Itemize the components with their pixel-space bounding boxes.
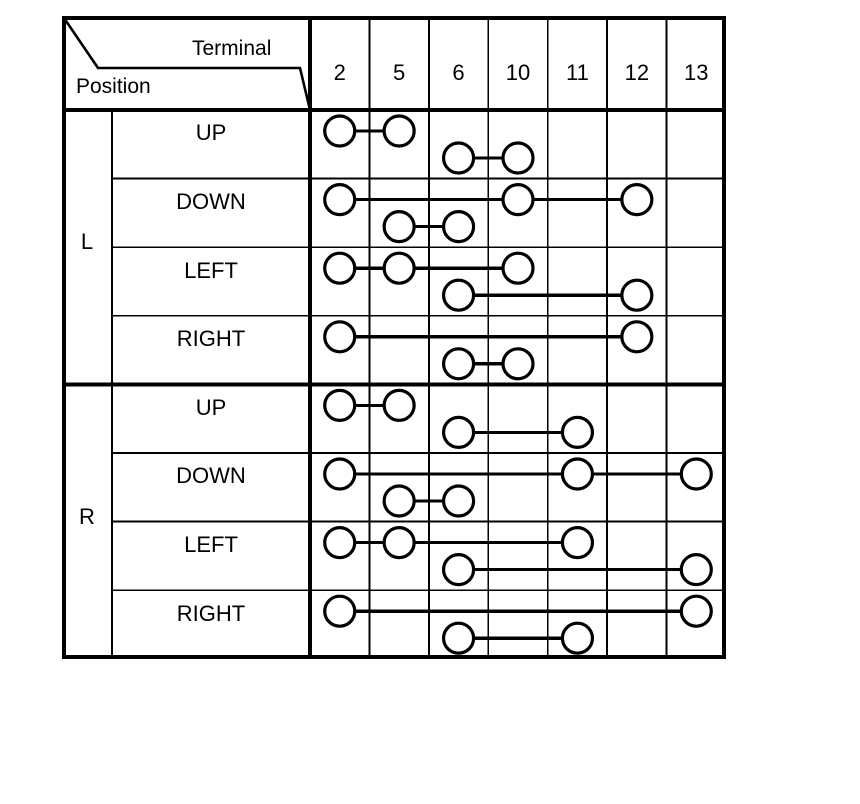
- terminal-header-13: 13: [684, 60, 709, 85]
- node-r-down-5: [382, 484, 416, 518]
- node-l-left-10: [501, 251, 535, 285]
- terminal-header-6: 6: [452, 60, 465, 85]
- continuity-table: UP DOWN LEFT RIGHT L UP DOWN LEFT RIGHT R Terminal…: [62, 16, 726, 659]
- node-r-left-13: [679, 552, 713, 587]
- header-position-label: Position: [76, 75, 151, 98]
- node-l-down-12: [620, 183, 654, 217]
- node-r-right-13: [679, 594, 713, 628]
- node-r-up-6: [441, 415, 476, 449]
- node-l-right-2: [323, 320, 357, 354]
- node-r-right-11: [560, 621, 595, 655]
- row-label-r-right: RIGHT: [176, 600, 246, 626]
- row-label-r-left: LEFT: [184, 531, 238, 557]
- node-r-right-6: [441, 621, 476, 655]
- node-r-down-13: [679, 457, 713, 491]
- node-l-left-5: [382, 251, 416, 285]
- node-r-right-2: [323, 594, 357, 628]
- row-label-l-down: DOWN: [176, 188, 246, 214]
- node-l-left-12: [620, 278, 654, 312]
- node-r-left-6: [441, 552, 476, 587]
- node-r-up-11: [560, 415, 595, 449]
- group-label-l: L: [80, 229, 94, 255]
- node-l-left-6: [441, 278, 476, 312]
- node-l-up-5: [382, 114, 416, 148]
- node-l-right-12: [620, 320, 654, 354]
- row-label-r-down: DOWN: [176, 463, 246, 489]
- row-label-l-left: LEFT: [184, 257, 238, 283]
- terminal-header-10: 10: [505, 60, 531, 85]
- node-r-up-5: [382, 388, 416, 422]
- node-l-down-6: [441, 210, 476, 244]
- node-r-left-11: [560, 525, 595, 560]
- row-label-l-up: UP: [195, 120, 227, 146]
- row-label-r-up: UP: [195, 394, 227, 420]
- node-l-up-10: [501, 141, 535, 175]
- group-label-r: R: [79, 503, 95, 529]
- terminal-header-2: 2: [333, 60, 346, 85]
- node-r-left-2: [323, 525, 357, 560]
- node-l-down-10: [501, 183, 535, 217]
- node-l-down-2: [323, 183, 357, 217]
- node-r-down-6: [441, 484, 476, 518]
- node-l-up-2: [323, 114, 357, 148]
- node-r-down-2: [323, 457, 357, 491]
- header-terminal-label: Terminal: [192, 37, 272, 60]
- node-l-left-2: [323, 251, 357, 285]
- row-label-l-right: RIGHT: [176, 326, 246, 352]
- terminal-header-5: 5: [393, 60, 406, 85]
- node-r-down-11: [560, 457, 595, 491]
- node-l-right-10: [501, 347, 535, 381]
- node-r-up-2: [323, 388, 357, 422]
- node-l-down-5: [382, 210, 416, 244]
- table-grid: [62, 16, 726, 659]
- header-diagonal-split: [62, 17, 312, 111]
- node-l-up-6: [441, 141, 476, 175]
- terminal-header-12: 12: [624, 60, 650, 85]
- terminal-header-11: 11: [565, 60, 589, 85]
- node-l-right-6: [441, 347, 476, 381]
- node-r-left-5: [382, 525, 416, 560]
